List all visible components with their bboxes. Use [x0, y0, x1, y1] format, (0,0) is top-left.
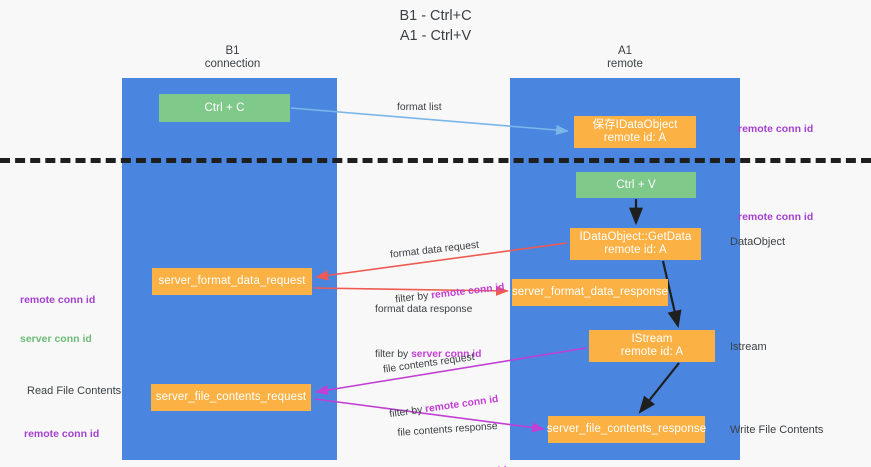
- filter-value-server-conn-id: server conn id: [411, 349, 482, 360]
- note-remote-conn-id: remote conn id: [24, 428, 100, 440]
- edge-label-file-contents-request-line1: file contents request: [382, 351, 476, 376]
- note-remote-conn-id: remote conn id: [20, 294, 96, 306]
- node-idataobject-getdata[interactable]: IDataObject::GetData remote id: A: [570, 228, 701, 260]
- column-header-b1: B1 connection: [204, 45, 261, 70]
- node-istream[interactable]: IStream remote id: A: [589, 330, 715, 362]
- edge-label-format-data-response-filter: filter by server conn id: [375, 347, 481, 362]
- node-save-idataobject[interactable]: 保存IDataObject remote id: A: [574, 116, 696, 148]
- node-server-format-data-response[interactable]: server_format_data_response: [512, 279, 668, 306]
- node-ctrl-c[interactable]: Ctrl + C: [159, 94, 290, 122]
- edge-label-file-contents-response: file contents response filter by server …: [395, 389, 510, 467]
- note-read-file-contents: Read File Contents: [27, 385, 122, 397]
- edge-label-format-data-response-line1: format data response: [375, 304, 473, 315]
- note-conn-ids-top: remote conn id server conn id: [20, 268, 95, 372]
- node-ctrl-v[interactable]: Ctrl + V: [576, 172, 696, 198]
- note-conn-ids-bottom: remote conn id server conn id: [24, 402, 99, 467]
- node-server-file-contents-request[interactable]: server_file_contents_request: [151, 384, 311, 411]
- node-server-file-contents-response[interactable]: server_file_contents_response: [547, 416, 706, 443]
- note-server-conn-id: server conn id: [20, 333, 92, 345]
- edge-label-format-data-request-line1: format data request: [389, 239, 480, 261]
- node-server-format-data-request[interactable]: server_format_data_request: [152, 268, 312, 295]
- edge-label-format-data-response: format data response filter by server co…: [375, 272, 481, 392]
- note-remote-conn-id-mid: remote conn id: [738, 211, 814, 223]
- phase-separator-dashed-line: [0, 158, 871, 163]
- edge-label-format-list: format list: [397, 102, 442, 113]
- note-write-file-contents: Write File Contents: [730, 424, 824, 436]
- note-remote-conn-id-top: remote conn id: [738, 123, 814, 135]
- edge-label-file-contents-response-line1: file contents response: [397, 420, 498, 439]
- edge-label-file-contents-response-filter: filter by server conn id: [400, 463, 507, 467]
- note-dataobject: DataObject: [730, 236, 786, 248]
- column-header-a1: A1 remote: [607, 45, 643, 70]
- filter-prefix: filter by: [375, 349, 412, 360]
- page-title: B1 - Ctrl+C A1 - Ctrl+V: [399, 8, 472, 44]
- note-istream: Istream: [730, 341, 767, 353]
